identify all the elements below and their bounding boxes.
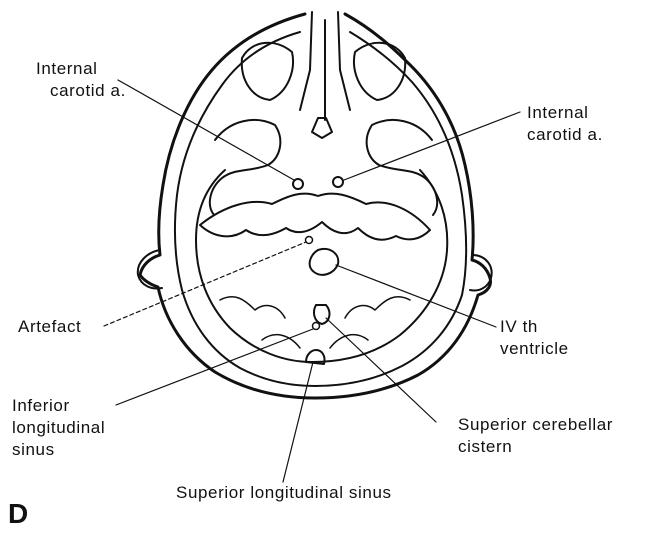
leader-superior-cerebellar-cistern [326, 318, 436, 422]
label-internal-carotid-right: Internal carotid a. [527, 102, 603, 146]
left-internal-carotid-mark [293, 179, 303, 189]
label-superior-cerebellar-cistern: Superior cerebellar cistern [458, 414, 613, 458]
label-artefact: Artefact [18, 316, 81, 338]
left-middle-fossa [210, 120, 281, 215]
label-line: Superior cerebellar [458, 414, 613, 436]
leader-artefact [104, 242, 306, 326]
leader-superior-longitudinal-sinus [283, 362, 313, 482]
label-line: Internal [36, 58, 126, 80]
label-fourth-ventricle: IV th ventricle [500, 316, 569, 360]
right-internal-carotid-mark [333, 177, 343, 187]
petrous-ridge [200, 194, 430, 240]
label-inferior-longitudinal-sinus: Inferior longitudinal sinus [12, 395, 105, 461]
label-line: Artefact [18, 316, 81, 338]
label-line: Inferior [12, 395, 105, 417]
label-line: sinus [12, 439, 105, 461]
superior-cerebellar-cistern-shape [314, 305, 329, 324]
artefact-mark [306, 237, 313, 244]
label-line: cistern [458, 436, 613, 458]
brain-outline [196, 170, 447, 362]
label-internal-carotid-left: Internal carotid a. [36, 58, 126, 102]
label-line: ventricle [500, 338, 569, 360]
inferior-longitudinal-sinus-mark [313, 323, 320, 330]
nasal-structure [300, 12, 350, 120]
leader-internal-carotid-right [344, 112, 520, 180]
label-line: carotid a. [36, 80, 126, 102]
label-line: IV th [500, 316, 569, 338]
panel-letter: D [8, 498, 28, 530]
label-line: Internal [527, 102, 603, 124]
label-line: Superior longitudinal sinus [176, 482, 392, 504]
leader-inferior-longitudinal-sinus [116, 329, 313, 405]
label-line: longitudinal [12, 417, 105, 439]
leader-fourth-ventricle [336, 265, 496, 327]
inner-skull-outline [175, 32, 466, 386]
left-orbit [242, 43, 293, 100]
fourth-ventricle-shape [310, 249, 339, 275]
leader-internal-carotid-left [118, 80, 294, 180]
label-superior-longitudinal-sinus: Superior longitudinal sinus [176, 482, 392, 504]
sella-structure [312, 118, 332, 138]
label-line: carotid a. [527, 124, 603, 146]
